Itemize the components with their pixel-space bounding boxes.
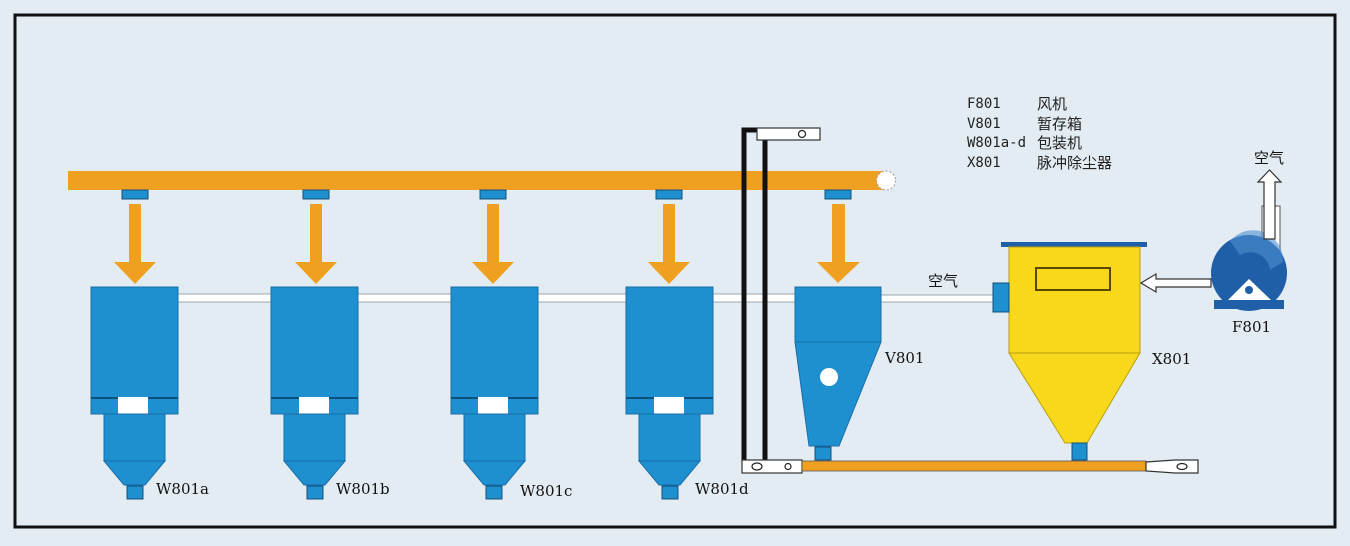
label-air-duct: 空气 <box>928 272 959 290</box>
air-pipe-v801-to-x801 <box>879 294 996 303</box>
legend-row: W801a-d 包装机 <box>967 134 1167 154</box>
label-w801c: W801c <box>520 482 573 500</box>
air-exhaust-arrow <box>1256 169 1283 240</box>
legend-code: F801 <box>967 96 1001 112</box>
legend-desc: 风机 <box>1037 95 1068 113</box>
legend-code: W801a-d <box>967 135 1027 151</box>
legend-code: V801 <box>967 115 1001 132</box>
buffer-tank-v801 <box>794 189 882 461</box>
legend-desc: 脉冲除尘器 <box>1037 153 1113 172</box>
legend-desc: 包装机 <box>1037 134 1083 152</box>
legend-code: X801 <box>967 154 1001 171</box>
legend-row: X801 脉冲除尘器 <box>967 154 1167 174</box>
packer-w801d <box>625 189 714 500</box>
label-v801: V801 <box>885 349 925 367</box>
legend: F801 风机 V801 暂存箱 W801a-d 包装机 X801 脉冲除尘器 <box>967 95 1167 173</box>
label-f801: F801 <box>1232 318 1272 336</box>
label-w801a: W801a <box>156 480 209 498</box>
legend-desc: 暂存箱 <box>1037 114 1083 133</box>
label-w801b: W801b <box>336 480 390 498</box>
label-x801: X801 <box>1152 350 1192 368</box>
packer-w801a <box>90 189 179 500</box>
legend-row: F801 风机 <box>967 95 1167 115</box>
legend-row: V801 暂存箱 <box>967 115 1167 135</box>
top-conveyor <box>68 170 896 191</box>
label-air-exhaust: 空气 <box>1254 149 1285 167</box>
packer-w801c <box>450 189 539 500</box>
packer-w801b <box>270 189 359 500</box>
label-w801d: W801d <box>695 480 749 498</box>
diagram-frame <box>13 13 1337 529</box>
dust-collector-x801 <box>992 242 1147 461</box>
air-flow-arrow-to-x801 <box>1139 272 1212 294</box>
bottom-conveyor <box>741 459 1199 474</box>
